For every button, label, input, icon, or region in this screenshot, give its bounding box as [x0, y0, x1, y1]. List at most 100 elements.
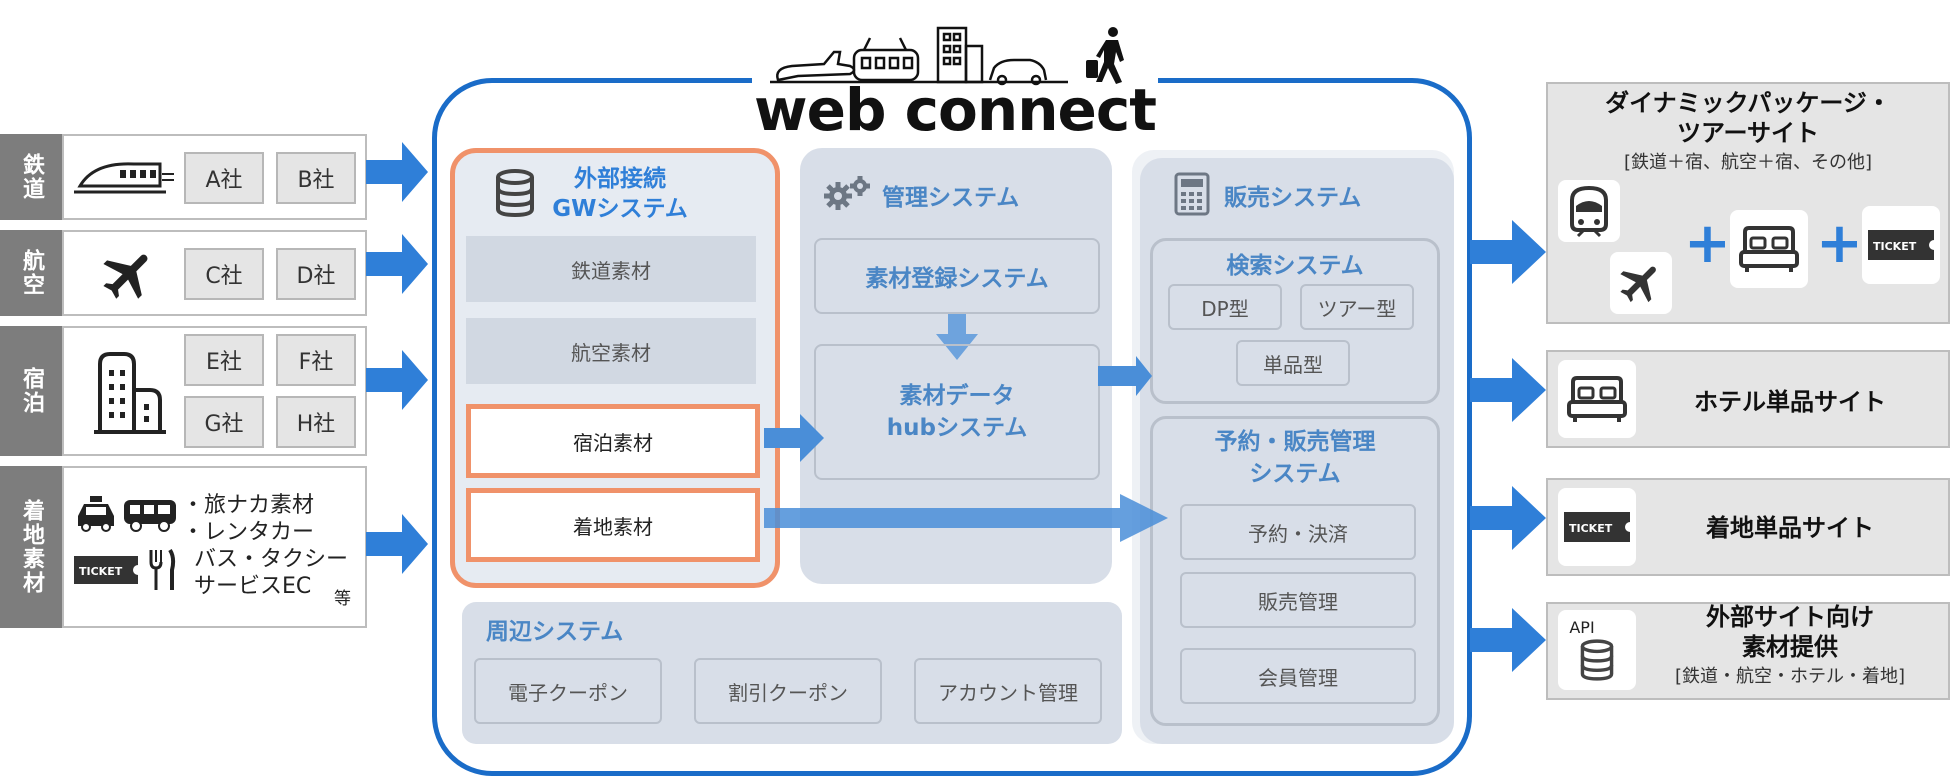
company-g: G社	[184, 396, 264, 448]
e-coupon-box: 電子クーポン	[474, 658, 662, 724]
supplier-row-lodging: E社 F社 G社 H社	[62, 326, 367, 456]
category-tab-air: 航空	[0, 230, 62, 316]
airplane-icon	[1620, 266, 1656, 303]
etc-label: 等	[334, 589, 351, 609]
arrow-right-icon	[1470, 358, 1546, 422]
supplier-row-rail: A社 B社	[62, 134, 367, 220]
destination-item: ・レンタカー	[182, 520, 315, 545]
bed-tile	[1558, 360, 1636, 438]
train-icon	[74, 162, 174, 194]
lodging-material: 宿泊素材	[466, 404, 760, 478]
external-material-title: 外部サイト向け 素材提供	[1706, 603, 1874, 661]
booking-sales-group	[1150, 416, 1440, 726]
company-h: H社	[276, 396, 356, 448]
supplier-row-destination: TICKET ・旅ナカ素材 ・レンタカー バス・タクシー サービスEC 等	[62, 466, 367, 628]
bus-icon	[124, 500, 176, 532]
output-arrows	[1470, 220, 1546, 672]
category-tab-destination: 着地素材	[0, 466, 62, 628]
plus-icon: +	[1816, 211, 1863, 276]
internal-arrows	[764, 356, 1168, 542]
booking-sales-title: 予約・販売管理 システム	[1214, 429, 1376, 487]
calculator-icon	[1174, 172, 1210, 216]
destination-material: 着地素材	[466, 488, 760, 562]
sales-system-title: 販売システム	[1224, 185, 1362, 211]
company-b: B社	[276, 152, 356, 204]
member-management-box: 会員管理	[1180, 648, 1416, 704]
building-icon	[94, 352, 166, 434]
tour-type-box: ツアー型	[1300, 284, 1414, 330]
bed-icon	[1739, 226, 1799, 272]
hotel-single-title: ホテル単品サイト	[1694, 388, 1886, 416]
external-material-subtitle: [鉄道・航空・ホテル・着地]	[1674, 666, 1906, 687]
category-tab-rail: 鉄道	[0, 134, 62, 220]
dynamic-package-title: ダイナミックパッケージ・ ツアーサイト	[1605, 89, 1891, 147]
svg-text:TICKET: TICKET	[79, 565, 123, 578]
search-system-group	[1150, 238, 1440, 404]
company-a: A社	[184, 152, 264, 204]
gw-system-title: 外部接続 GWシステム	[552, 166, 688, 222]
management-system-title: 管理システム	[882, 185, 1020, 211]
reservation-payment-box: 予約・決済	[1180, 504, 1416, 560]
company-f: F社	[276, 334, 356, 386]
peripheral-system-panel	[462, 602, 1122, 744]
arrow-right-icon	[366, 234, 428, 294]
ticket-icon: TICKET	[1564, 512, 1630, 542]
arrow-right-icon	[764, 414, 824, 462]
single-item-type-box: 単品型	[1236, 340, 1350, 386]
peripheral-system-title: 周辺システム	[486, 619, 624, 645]
shinkansen-icon	[1570, 185, 1608, 238]
search-system-title: 検索システム	[1226, 253, 1364, 279]
category-tab-lodging: 宿泊	[0, 326, 62, 456]
arrow-right-icon	[366, 350, 428, 410]
company-e: E社	[184, 334, 264, 386]
sales-management-box: 販売管理	[1180, 572, 1416, 628]
arrow-right-icon	[1470, 486, 1546, 550]
ticket-tile: TICKET	[1862, 206, 1940, 284]
company-c: C社	[184, 248, 264, 300]
api-database-tile: API	[1558, 610, 1636, 690]
arrow-right-icon	[366, 142, 428, 202]
arrow-down-icon	[936, 314, 978, 360]
api-label: API	[1569, 617, 1595, 637]
bed-tile	[1730, 210, 1808, 288]
supplier-arrows	[366, 142, 428, 574]
shinkansen-tile	[1558, 180, 1620, 242]
material-registration-system: 素材登録システム	[814, 238, 1100, 314]
air-material: 航空素材	[466, 318, 756, 384]
rail-material: 鉄道素材	[466, 236, 756, 302]
destination-item: サービスEC	[194, 574, 312, 599]
supplier-row-air: C社 D社	[62, 230, 367, 316]
gears-icon	[824, 176, 870, 210]
ticket-tile: TICKET	[1558, 488, 1636, 566]
arrow-right-icon	[1098, 356, 1152, 396]
taxi-icon	[78, 496, 114, 532]
arrow-right-icon	[764, 494, 1168, 542]
material-data-hub-system: 素材データ hubシステム	[814, 344, 1100, 480]
svg-text:TICKET: TICKET	[1873, 240, 1917, 253]
destination-item-list: ・旅ナカ素材 ・レンタカー バス・タクシー サービスEC	[182, 492, 362, 600]
account-management-box: アカウント管理	[914, 658, 1102, 724]
ticket-icon: TICKET	[1868, 230, 1934, 260]
destination-item: ・旅ナカ素材	[182, 493, 315, 518]
svg-text:TICKET: TICKET	[1569, 522, 1613, 535]
bed-icon	[1567, 376, 1627, 422]
arrow-right-icon	[366, 514, 428, 574]
destination-item: バス・タクシー	[194, 547, 349, 572]
database-icon	[496, 169, 534, 218]
arrow-right-icon	[1470, 608, 1546, 672]
database-icon	[1580, 638, 1614, 681]
dp-type-box: DP型	[1168, 284, 1282, 330]
web-connect-logo: web connect	[754, 76, 1157, 144]
airplane-tile	[1610, 252, 1672, 314]
ticket-icon: TICKET	[74, 556, 138, 584]
company-d: D社	[276, 248, 356, 300]
airplane-icon	[103, 254, 148, 299]
dynamic-package-subtitle: [鉄道＋宿、航空＋宿、その他]	[1623, 152, 1873, 173]
sales-system-panel	[1140, 158, 1454, 744]
arrow-right-icon	[1470, 220, 1546, 284]
fork-knife-icon	[149, 548, 176, 590]
plus-icon: +	[1684, 211, 1731, 276]
travel-skyline-icon	[770, 26, 1124, 86]
discount-coupon-box: 割引クーポン	[694, 658, 882, 724]
destination-single-title: 着地単品サイト	[1706, 514, 1874, 542]
